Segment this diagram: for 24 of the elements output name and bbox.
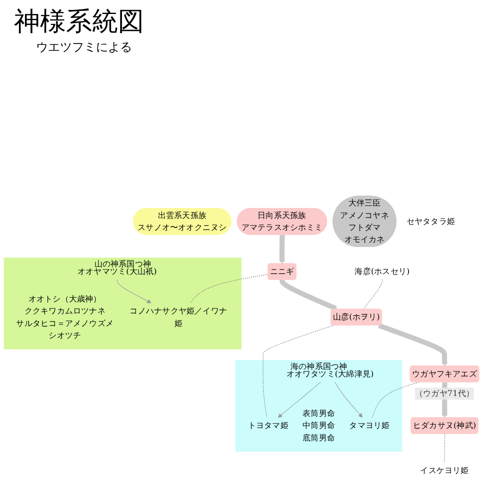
arrow <box>334 382 363 418</box>
node-text: 海彦(ホスセリ) <box>354 266 410 276</box>
edge-label: （ウガヤ71代） <box>415 388 474 398</box>
arrow <box>278 382 321 418</box>
node-text: トヨタマ姫 <box>248 420 288 430</box>
node-text: 表筒男命 中筒男命 底筒男命 <box>302 408 336 442</box>
connector <box>444 434 445 463</box>
subtitle: ウエツフミによる <box>36 39 132 56</box>
arrow <box>280 278 338 311</box>
connector <box>262 325 334 418</box>
node-text: コノハナサクヤ姫／イワナ姫 <box>130 306 228 328</box>
connector <box>362 280 382 310</box>
node-text: イスケヨリ姫 <box>420 466 469 476</box>
node-text: セヤタタラ姫 <box>406 216 455 226</box>
node-text: オオワタツミ(大綿津見) <box>286 368 374 379</box>
arrow <box>116 280 152 304</box>
node-text: タマヨリ姫 <box>349 420 390 430</box>
arrow <box>378 323 448 366</box>
connector <box>190 274 268 304</box>
arrow <box>279 234 285 264</box>
node-text: オオヤマツミ(大山祇) <box>77 266 157 276</box>
node-text: オオトシ（大歳神） ククキワカムロツナネ サルタヒコ＝アメノウズメ シオツチ <box>16 294 114 340</box>
title: 神様系統図 <box>14 6 144 39</box>
connector <box>372 382 419 418</box>
